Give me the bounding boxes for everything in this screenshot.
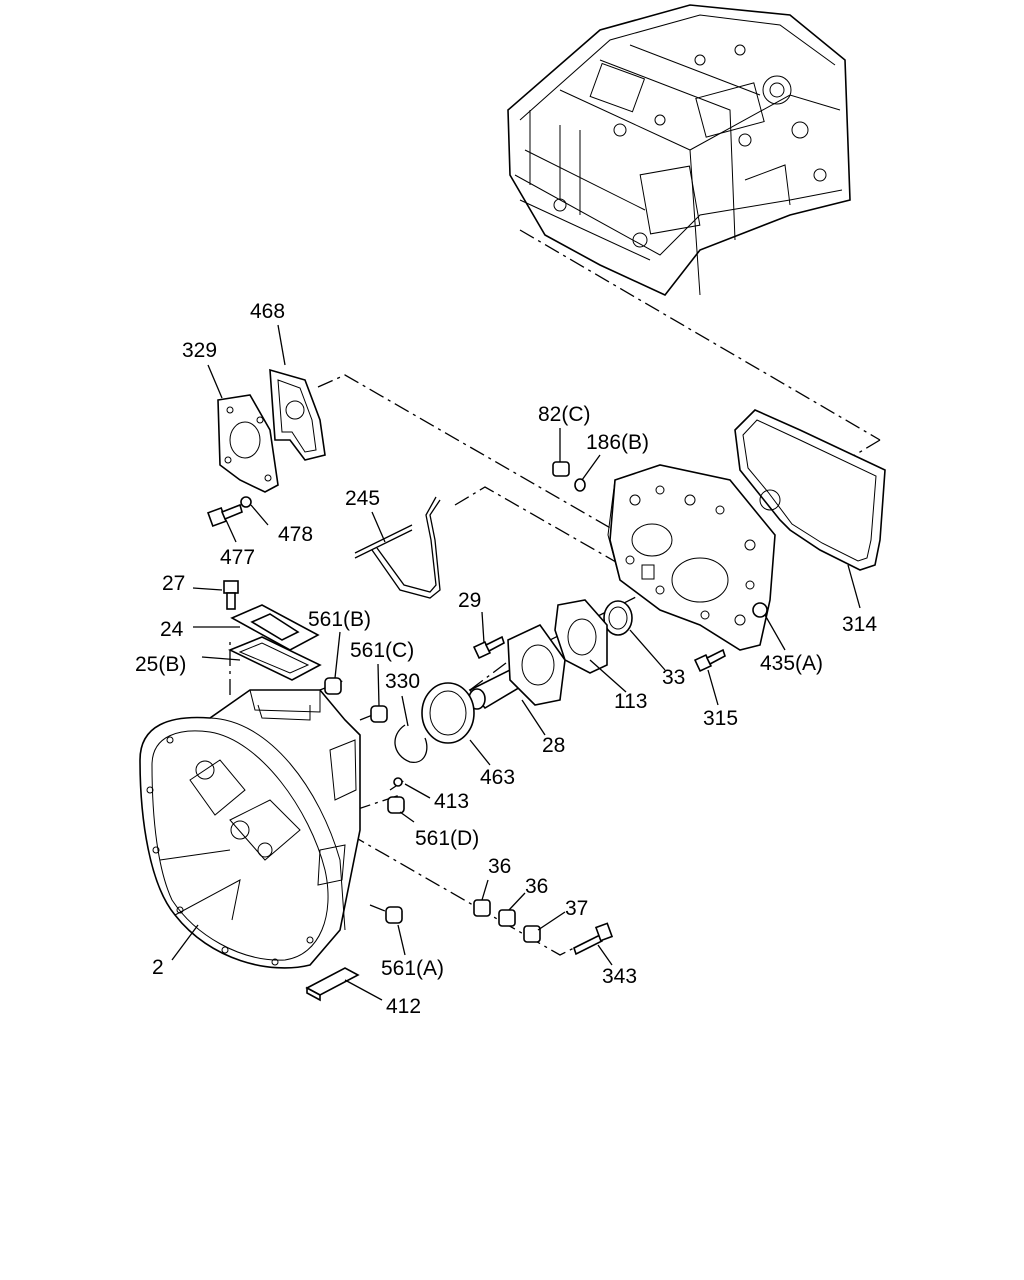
part-463-seal xyxy=(421,682,475,744)
label-186b: 186(B) xyxy=(586,431,649,454)
part-113-gasket xyxy=(554,599,608,674)
part-561c-plug xyxy=(370,705,388,723)
label-413: 413 xyxy=(434,790,469,813)
label-330: 330 xyxy=(385,670,420,693)
label-33: 33 xyxy=(662,666,685,689)
part-478-washer xyxy=(240,496,252,508)
part-561d-plug xyxy=(387,796,405,814)
part-468-gasket xyxy=(269,368,326,461)
part-37-bushing xyxy=(523,925,541,943)
transmission-case xyxy=(507,4,851,296)
part-413-ball xyxy=(393,777,403,787)
part-28-retainer xyxy=(468,623,566,710)
label-478: 478 xyxy=(278,523,313,546)
part-36-bushing-b xyxy=(498,909,516,927)
label-36b: 36 xyxy=(525,875,548,898)
part-561b-plug xyxy=(324,677,342,695)
part-315-bolt xyxy=(693,648,726,673)
part-29-bolt xyxy=(472,635,505,660)
label-561a: 561(A) xyxy=(381,957,444,980)
part-561a-plug xyxy=(385,906,403,924)
part-412-cover xyxy=(305,967,360,1002)
part-314-gasket xyxy=(734,409,886,571)
label-435a: 435(A) xyxy=(760,652,823,675)
label-37: 37 xyxy=(565,897,588,920)
label-113: 113 xyxy=(614,690,647,713)
part-477-bolt xyxy=(207,503,243,527)
part-330-snap-ring xyxy=(394,724,428,763)
label-468: 468 xyxy=(250,300,285,323)
label-27: 27 xyxy=(162,572,185,595)
label-329: 329 xyxy=(182,339,217,362)
label-561b: 561(B) xyxy=(308,608,371,631)
leader-lines xyxy=(171,324,861,1001)
part-27-bolt xyxy=(223,580,239,610)
part-343-bolt xyxy=(573,922,614,956)
label-29: 29 xyxy=(458,589,481,612)
label-2: 2 xyxy=(152,956,164,979)
label-314: 314 xyxy=(842,613,877,636)
label-82c: 82(C) xyxy=(538,403,591,426)
part-33-seal xyxy=(603,600,633,636)
part-329-cover xyxy=(217,394,279,493)
label-412: 412 xyxy=(386,995,421,1018)
label-245: 245 xyxy=(345,487,380,510)
label-315: 315 xyxy=(703,707,738,730)
label-561d: 561(D) xyxy=(415,827,479,850)
part-245-pipe xyxy=(354,496,441,599)
part-186b-oring xyxy=(574,478,586,492)
part-24-cover xyxy=(230,604,320,651)
label-463: 463 xyxy=(480,766,515,789)
label-343: 343 xyxy=(602,965,637,988)
part-82c-plug xyxy=(552,461,570,477)
label-28: 28 xyxy=(542,734,565,757)
label-477: 477 xyxy=(220,546,255,569)
label-25b: 25(B) xyxy=(135,653,186,676)
part-2-housing xyxy=(139,689,361,969)
label-36a: 36 xyxy=(488,855,511,878)
part-25b-gasket xyxy=(228,636,322,681)
label-24: 24 xyxy=(160,618,184,641)
valve-body-plate xyxy=(607,464,776,651)
part-36-bushing-a xyxy=(473,899,491,917)
label-561c: 561(C) xyxy=(350,639,414,662)
